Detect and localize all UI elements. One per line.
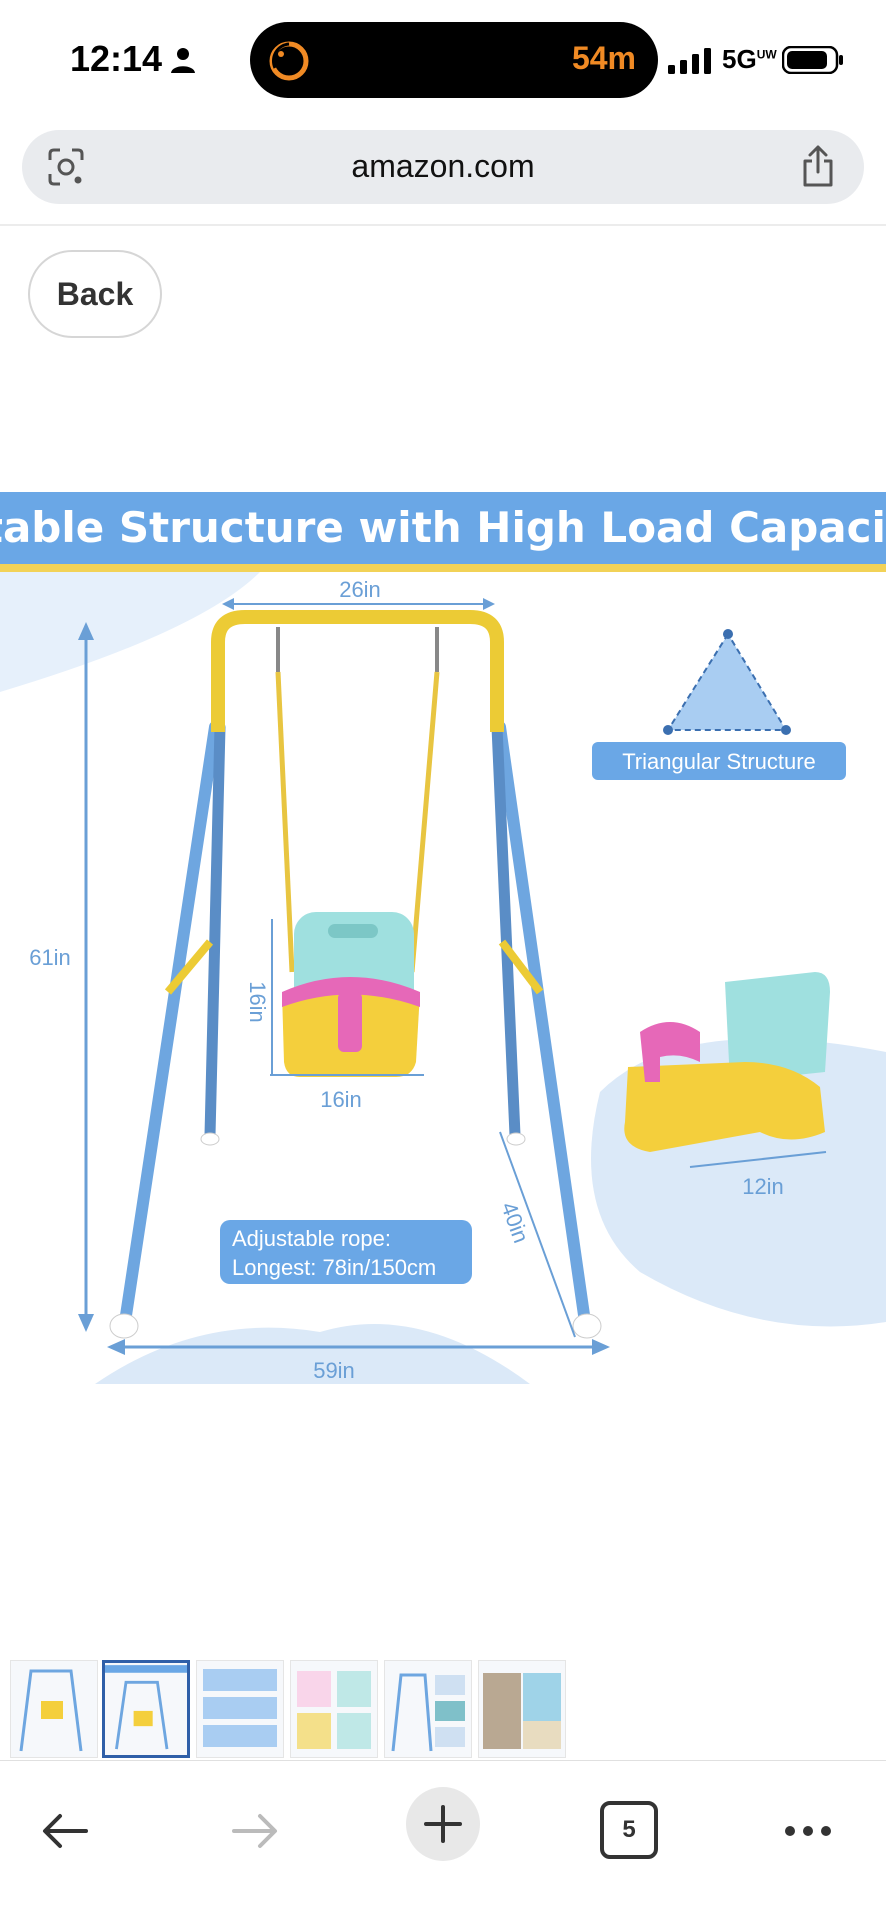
- status-time: 12:14: [70, 38, 163, 79]
- banner-underline: [0, 564, 886, 572]
- more-options-icon[interactable]: [778, 1801, 838, 1861]
- thumbnail-1[interactable]: [10, 1660, 98, 1758]
- plus-icon: [424, 1805, 462, 1843]
- header-divider: [0, 224, 886, 226]
- thumbnail-3[interactable]: [196, 1660, 284, 1758]
- google-lens-icon[interactable]: [46, 148, 86, 186]
- seat-detail-image: [624, 972, 830, 1152]
- thumbnail-4[interactable]: [290, 1660, 378, 1758]
- forward-arrow-icon[interactable]: [224, 1801, 284, 1861]
- dimension-base: 59in: [313, 1358, 355, 1383]
- tabs-button[interactable]: 5: [600, 1801, 658, 1859]
- swing-frame: [109, 610, 602, 1339]
- back-arrow-icon[interactable]: [36, 1801, 96, 1861]
- network-type: 5GUW: [722, 44, 777, 74]
- rope-info-box: [220, 1220, 472, 1284]
- dimension-seat-depth: 12in: [742, 1174, 784, 1199]
- swing-seat: [275, 627, 440, 1077]
- triangle-label: Triangular Structure: [622, 749, 816, 774]
- thumbnail-6[interactable]: [478, 1660, 566, 1758]
- dimension-seat-width: 16in: [320, 1087, 362, 1112]
- banner-title: Stable Structure with High Load Capacity: [0, 503, 886, 552]
- status-bar: 12:14 54m 5GUW: [0, 0, 886, 120]
- url-text: amazon.com: [351, 148, 535, 184]
- thumbnail-5[interactable]: [384, 1660, 472, 1758]
- activity-timer: 54m: [571, 40, 636, 76]
- back-button[interactable]: Back: [28, 250, 162, 338]
- timer-ring-icon: [269, 41, 309, 81]
- image-thumbnails: [10, 1660, 570, 1760]
- background-blob: [0, 572, 260, 692]
- triangle-diagram: [663, 629, 791, 735]
- cellular-signal-icon: [668, 48, 711, 74]
- rope-info-line1: Adjustable rope:: [232, 1226, 391, 1251]
- triangle-label-box: [592, 742, 846, 780]
- dimension-height: 61in: [29, 945, 71, 970]
- dimension-lines: [78, 598, 827, 1355]
- dimension-width: 26in: [339, 577, 381, 602]
- product-image[interactable]: Stable Structure with High Load Capacity: [0, 492, 886, 1392]
- person-icon: [171, 48, 195, 73]
- dimension-seat-height: 16in: [245, 981, 270, 1023]
- battery-icon: [782, 46, 843, 74]
- banner: [0, 492, 886, 564]
- address-bar[interactable]: amazon.com: [22, 130, 864, 204]
- new-tab-button[interactable]: [406, 1787, 480, 1861]
- browser-toolbar: 5: [0, 1760, 886, 1920]
- dimension-leg: 40in: [496, 1199, 534, 1247]
- share-icon[interactable]: [800, 144, 836, 188]
- thumbnail-2[interactable]: [102, 1660, 190, 1758]
- dynamic-island[interactable]: 54m: [250, 22, 658, 98]
- background-blob: [95, 1323, 530, 1384]
- rope-info-line2: Longest: 78in/150cm: [232, 1255, 436, 1280]
